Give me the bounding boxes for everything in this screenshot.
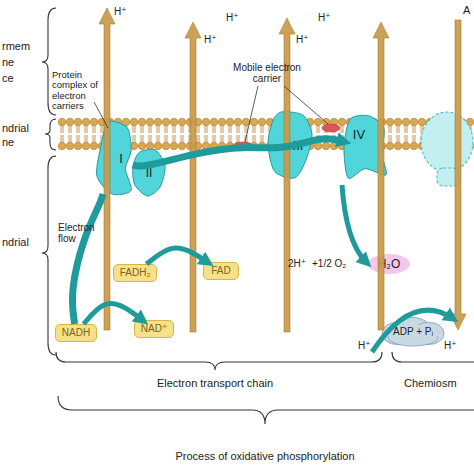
ion-label: H⁺ [226, 12, 239, 23]
node-text: II [146, 167, 153, 179]
region-bracket [42, 156, 56, 355]
cloud-core [387, 324, 439, 342]
ion-label: H⁺ [318, 12, 331, 23]
node-text: H₂O [378, 258, 401, 270]
process-bracket [58, 396, 474, 424]
node-outline [268, 112, 312, 178]
ion-label: H⁺ [444, 340, 457, 351]
complex-shape [97, 121, 132, 194]
region-label: ne [2, 136, 14, 148]
node-text: NADH [62, 328, 90, 338]
process-bracket [56, 352, 382, 370]
mobile-carrier [233, 142, 253, 150]
node-text: I [119, 152, 123, 165]
region-label: rmem [2, 40, 30, 52]
blob-shape [368, 254, 410, 274]
region-label: ce [2, 72, 14, 84]
flow-label: Electron flow [58, 222, 106, 244]
ion-label: H⁺ [204, 34, 217, 45]
proton-pump-arrow [99, 8, 115, 330]
process-bracket [392, 352, 474, 362]
callout-label: Protein complex of electron carriers [52, 70, 110, 112]
complex-shape [268, 112, 312, 179]
protein-complex: I [95, 122, 133, 194]
reactant-label: +1/2 O₂ [312, 258, 346, 269]
electron-flow-arrow [146, 248, 207, 264]
proton-flow-arrow [450, 20, 466, 330]
atp-synthase-stalk [437, 168, 459, 186]
node-text: FADH₂ [120, 268, 151, 278]
stage-label: Electron transport chain [125, 377, 305, 389]
reaction-arrow [372, 310, 452, 352]
electron-flow-arrow [133, 139, 344, 166]
electron-donor-box: NADH [55, 324, 97, 342]
protein-complex: IV [344, 116, 386, 178]
electron-flow-arrow [84, 304, 143, 324]
oxidized-carrier-box: FAD [203, 262, 239, 280]
electron-flow-arrow [72, 194, 103, 324]
node-text: III [293, 139, 304, 152]
substrate-cloud: ADP + Pᵢ [382, 318, 444, 346]
oxidized-carrier-box: NAD⁺ [134, 320, 174, 338]
region-label: ndrial [2, 236, 29, 248]
reaction-arrow [342, 185, 366, 262]
node-outline [95, 122, 133, 194]
leader-line [94, 102, 108, 128]
leader-line [245, 86, 258, 142]
ion-label: H⁺ [358, 340, 371, 351]
node-text: IV [353, 128, 365, 141]
node-text: FAD [211, 266, 230, 276]
node-text: ADP + Pᵢ [393, 327, 433, 337]
region-label: ne [2, 56, 14, 68]
cropped-label: A [463, 4, 470, 16]
leader-line [284, 86, 328, 124]
atp-synthase-body [421, 112, 473, 172]
callout-label: Mobile electron carrier [222, 62, 312, 84]
protein-complex: II [133, 150, 165, 196]
process-title: Process of oxidative phosphorylation [155, 450, 375, 462]
complex-shape [344, 115, 387, 178]
region-bracket [45, 119, 56, 150]
electron-donor-box: FADH₂ [113, 264, 157, 282]
proton-pump-arrow [185, 22, 201, 332]
atp-synthase [421, 112, 473, 186]
region-label: ndrial [2, 122, 29, 134]
protein-complex: III [268, 112, 312, 178]
mobile-carrier [322, 124, 340, 132]
product-blob: H₂O [368, 254, 410, 274]
proton-pump-arrow [373, 22, 389, 330]
stage-label: Chemiosm [404, 377, 457, 389]
node-text: NAD⁺ [141, 324, 167, 334]
complex-shape [133, 149, 165, 196]
ion-label: H⁺ [114, 6, 127, 17]
ion-label: H⁺ [296, 34, 309, 45]
reactant-label: 2H⁺ [288, 258, 306, 269]
node-outline [344, 116, 386, 178]
